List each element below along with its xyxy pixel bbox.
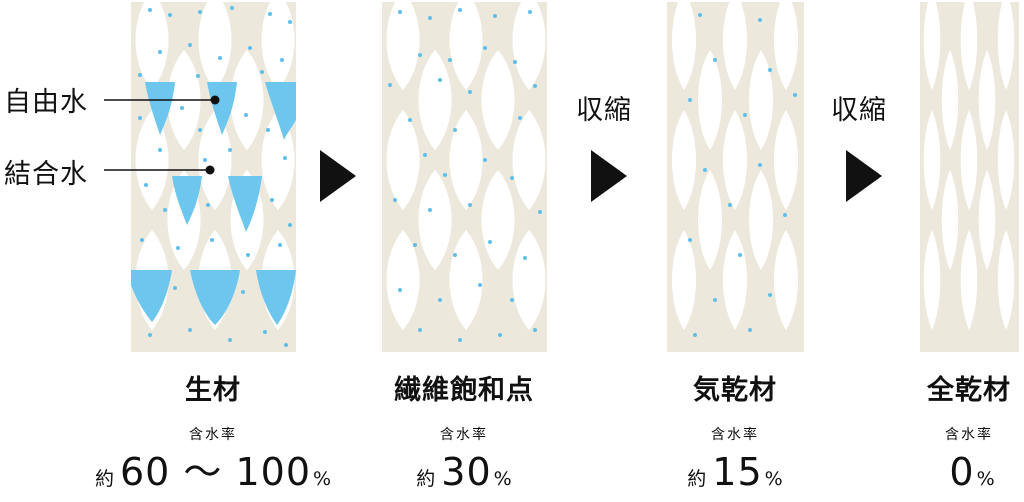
value-number: 15 [712,450,763,494]
moisture-content-label: 含水率 [440,427,488,443]
value-number: 60 ～ 100 [119,450,311,494]
panel-green-wood [104,0,296,352]
value-number: 0 [949,450,975,494]
approx-prefix: 約 [687,468,707,490]
stage-name: 全乾材 [927,375,1011,406]
percent-unit: % [976,468,995,490]
stage-name: 繊維飽和点 [394,375,534,406]
arrow-right-icon [846,150,882,202]
approx-prefix: 約 [94,468,114,490]
approx-prefix: 約 [416,468,436,490]
panel-air-dried [667,0,804,352]
panel-fiber-saturation [382,0,547,352]
bound-water-label: 結合水 [4,159,88,190]
arrow-right-icon [591,150,627,202]
shrinkage-label: 収縮 [831,95,887,126]
bound-water-dots [138,6,292,347]
wood-moisture-diagram [104,0,1019,352]
stage-name: 生材 [185,375,241,406]
value-number: 30 [441,450,492,494]
percent-unit: % [493,468,512,490]
percent-unit: % [764,468,783,490]
free-water-fill [131,82,296,325]
moisture-content-label: 含水率 [189,427,237,443]
moisture-content-value: 0% [839,450,1024,502]
panel-oven-dry [920,0,1019,352]
moisture-content-label: 含水率 [945,427,993,443]
stage-name: 気乾材 [693,375,777,406]
free-water-label: 自由水 [4,87,88,118]
moisture-content-label: 含水率 [711,427,759,443]
shrinkage-label: 収縮 [576,95,632,126]
arrow-right-icon [320,150,356,202]
percent-unit: % [313,468,332,490]
